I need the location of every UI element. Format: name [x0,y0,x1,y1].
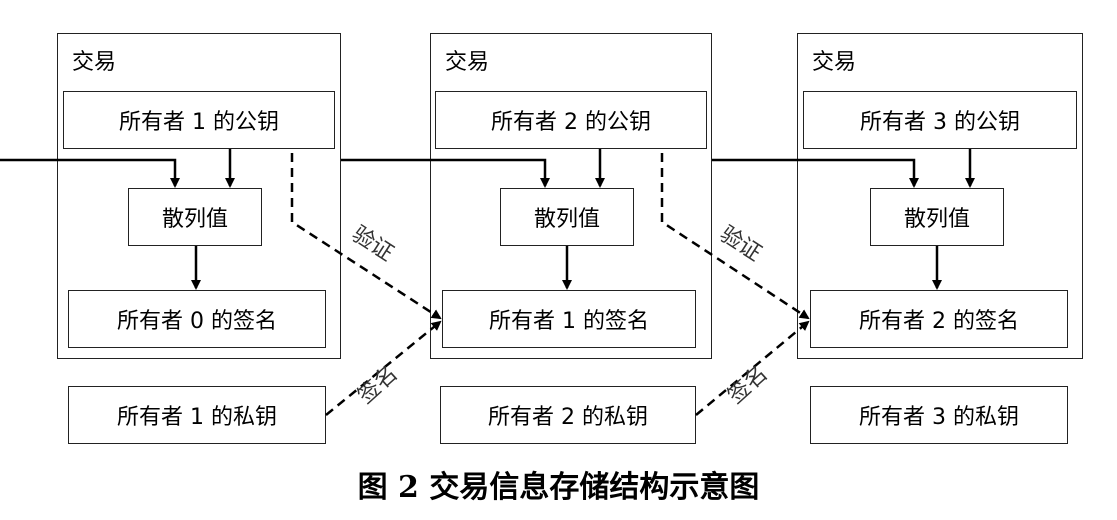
transaction-2-hash: 散列值 [500,188,634,246]
transaction-1-pubkey: 所有者 1 的公钥 [63,91,335,149]
verify-arrow-2 [660,153,810,320]
transaction-3-hash: 散列值 [870,188,1004,246]
transaction-2-pubkey: 所有者 2 的公钥 [435,91,707,149]
privkey-1: 所有者 1 的私钥 [68,386,326,444]
chain-arrow-2-3 [712,158,919,188]
transaction-1-label: 交易 [72,50,117,75]
verify-label-1: 验证 [347,222,398,267]
chain-arrow-in [0,158,180,188]
verify-label-2: 验证 [715,222,766,267]
figure-caption: 图 2 交易信息存储结构示意图 [357,470,760,505]
sign-label-1: 签名 [353,361,402,409]
transaction-1-signature: 所有者 0 的签名 [68,290,326,348]
verify-arrow-1 [290,153,442,320]
transaction-3-pubkey: 所有者 3 的公钥 [803,91,1077,149]
transaction-3-label: 交易 [812,50,857,75]
transaction-3-signature: 所有者 2 的签名 [810,290,1068,348]
transaction-2-label: 交易 [445,50,490,75]
sign-arrow-1 [325,320,442,416]
privkey-3: 所有者 3 的私钥 [810,386,1068,444]
privkey-2: 所有者 2 的私钥 [440,386,696,444]
transaction-2-signature: 所有者 1 的签名 [442,290,696,348]
transaction-1-hash: 散列值 [128,188,262,246]
sign-label-2: 签名 [723,361,772,409]
sign-arrow-2 [695,320,810,416]
chain-arrow-1-2 [341,158,550,188]
